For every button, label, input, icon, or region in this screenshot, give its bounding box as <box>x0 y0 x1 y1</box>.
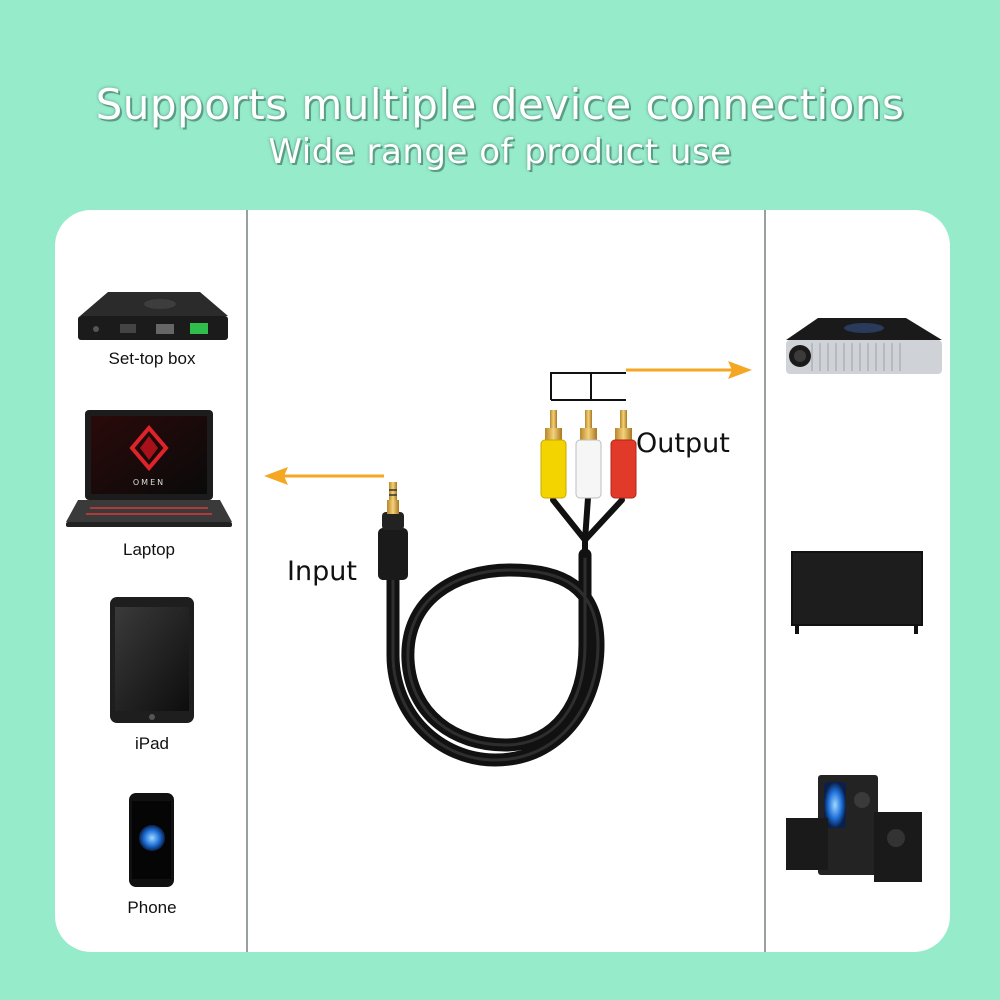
input-plug-icon <box>378 482 408 580</box>
rca-red-plug-icon <box>610 410 637 499</box>
set-top-box-icon <box>78 292 228 340</box>
laptop-icon: OMEN <box>66 410 232 527</box>
right-divider <box>764 210 766 952</box>
device-label-laptop: Laptop <box>123 540 175 559</box>
av-cable <box>386 495 625 767</box>
output-label: Output <box>636 428 730 459</box>
laptop-screen-text: OMEN <box>133 478 165 487</box>
tv-icon <box>791 551 923 634</box>
speaker-system-icon <box>786 775 922 882</box>
headline-subtitle: Wide range of product use <box>268 132 732 172</box>
rca-white-plug-icon <box>575 410 602 499</box>
device-label-set-top-box: Set-top box <box>108 349 196 368</box>
phone-icon <box>129 793 174 887</box>
rca-yellow-plug-icon <box>540 410 567 499</box>
output-bracket <box>550 372 626 401</box>
input-arrow-icon <box>264 467 384 485</box>
input-label: Input <box>287 556 357 587</box>
left-divider <box>246 210 248 952</box>
projector-icon <box>786 318 942 374</box>
tablet-icon <box>110 597 194 723</box>
device-label-ipad: iPad <box>134 734 170 753</box>
device-label-phone: Phone <box>127 898 177 917</box>
headline-title: Supports multiple device connections <box>95 80 905 129</box>
output-arrow-icon <box>626 361 752 379</box>
